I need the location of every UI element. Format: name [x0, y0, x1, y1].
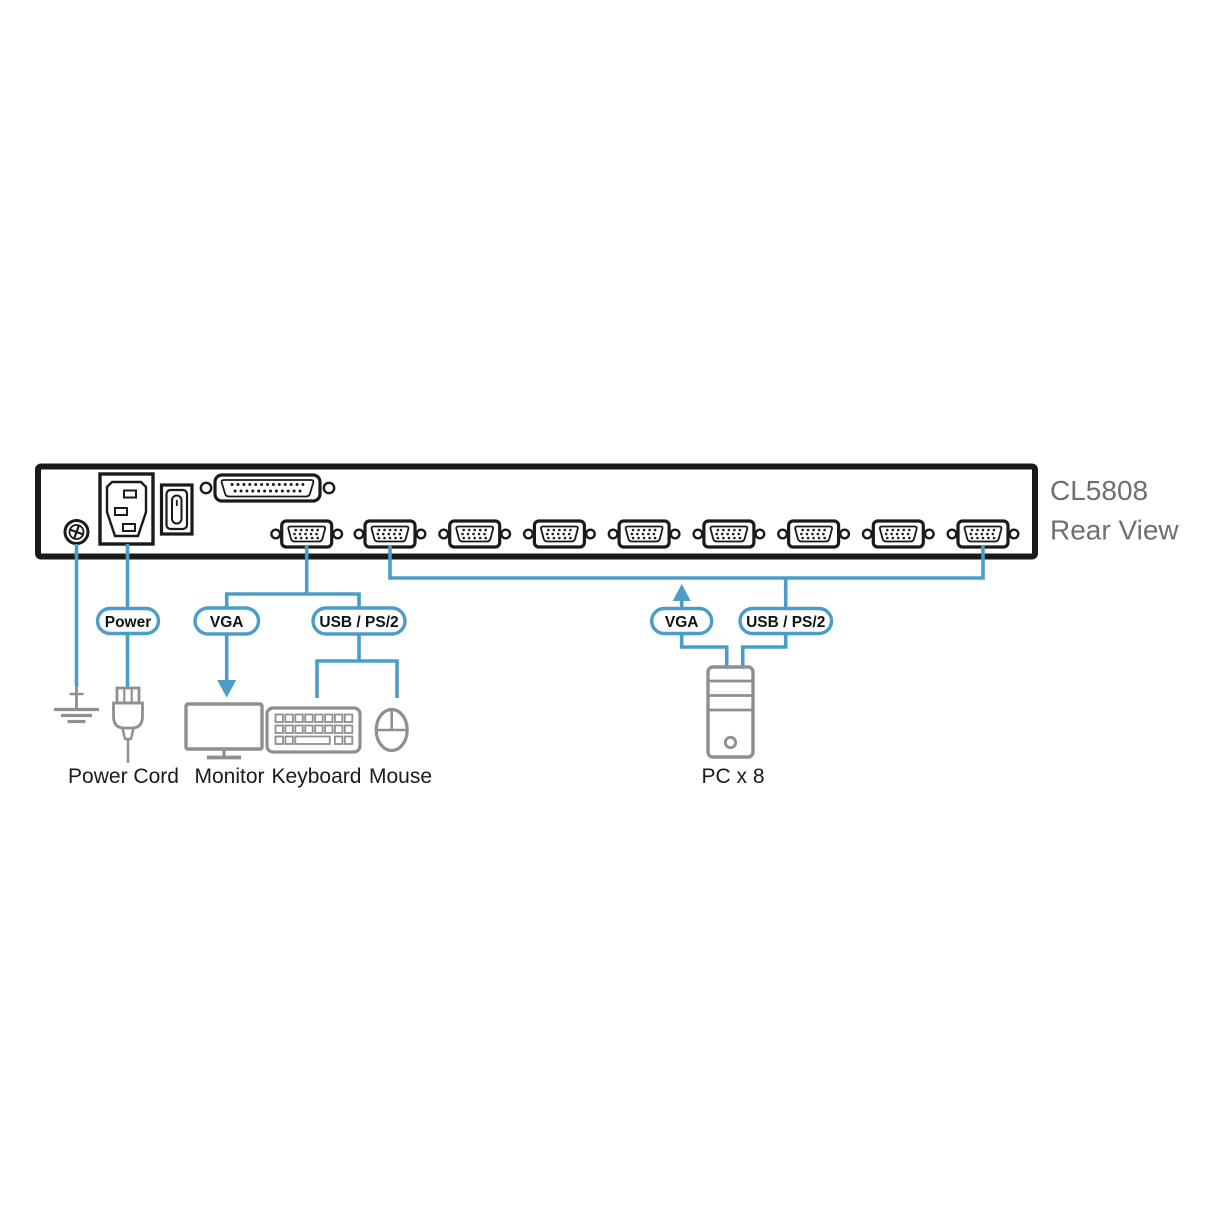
db25-pin: [242, 483, 246, 486]
db25-screw-left: [199, 481, 213, 495]
db25-console-port: [199, 473, 336, 503]
db25-pin: [277, 483, 281, 486]
power-switch: [159, 483, 194, 536]
db25-pin: [298, 489, 302, 493]
db25-pin: [271, 483, 275, 486]
pc-vga-badge: VGA: [650, 606, 714, 636]
db25-pin: [233, 489, 237, 493]
ground-symbol-icon: [54, 686, 99, 724]
db25-screw-right: [322, 481, 336, 495]
db25-pin: [245, 489, 249, 493]
view-name: Rear View: [1050, 515, 1179, 546]
mouse-label: Mouse: [369, 765, 432, 788]
rear-panel: [35, 463, 1038, 560]
console-vga-badge-label: VGA: [210, 614, 244, 631]
console-branch-cable: [224, 545, 361, 609]
console-usb-ps2-badge: USB / PS/2: [311, 606, 407, 636]
pc-usb-ps2-badge: USB / PS/2: [738, 606, 834, 636]
db25-pin: [248, 483, 252, 486]
power-cord-icon: [112, 686, 144, 763]
pc-group-label: PC x 8: [701, 765, 764, 788]
db25-pin: [254, 483, 258, 486]
db25-pin: [295, 483, 299, 486]
db25-pin: [251, 489, 255, 493]
pc-split-cable: [679, 634, 788, 666]
db25-pin: [286, 489, 290, 493]
diagram-title: CL5808 Rear View: [1050, 475, 1179, 546]
cabling: [74, 544, 985, 698]
kvm-chain-cable: [388, 545, 985, 580]
db25-pin: [266, 483, 269, 486]
power-cord-label: Power Cord: [68, 765, 179, 788]
db25-pin: [269, 489, 272, 493]
db25-pin: [236, 483, 240, 486]
cable-badges: Power VGA USB / PS/2 VGA USB / PS/2: [95, 606, 834, 636]
model-name: CL5808: [1050, 475, 1148, 506]
db25-pin: [289, 483, 293, 486]
db25-pin: [292, 489, 296, 493]
db25-pin: [301, 483, 305, 486]
db25-pin: [274, 489, 278, 493]
db25-pin: [230, 483, 234, 486]
pc-vga-badge-label: VGA: [665, 614, 699, 631]
power-badge-label: Power: [105, 614, 152, 631]
keyboard-mouse-cable: [315, 634, 399, 698]
db25-pin: [239, 489, 243, 493]
keyboard-label: Keyboard: [272, 765, 362, 788]
monitor-label: Monitor: [194, 765, 264, 788]
pc-tower-icon: [706, 665, 755, 759]
console-usb-ps2-badge-label: USB / PS/2: [319, 614, 398, 631]
monitor-icon: [184, 702, 264, 760]
db25-pin: [257, 489, 261, 493]
db25-pin: [260, 483, 264, 486]
mouse-icon: [374, 707, 409, 753]
devices: [54, 665, 755, 763]
db25-pin: [263, 489, 267, 493]
console-vga-badge: VGA: [193, 606, 261, 636]
pc-usb-ps2-badge-label: USB / PS/2: [746, 614, 825, 631]
db25-pin: [283, 483, 287, 486]
monitor-arrowhead-icon: [217, 680, 237, 698]
grounding-terminal: [63, 519, 90, 545]
power-badge: Power: [95, 606, 161, 636]
db25-pin: [280, 489, 284, 493]
device-labels: Power Cord Monitor Keyboard Mouse PC x 8: [68, 765, 764, 788]
keyboard-icon: [265, 706, 362, 754]
pc-vga-arrowhead-icon: [672, 584, 691, 601]
